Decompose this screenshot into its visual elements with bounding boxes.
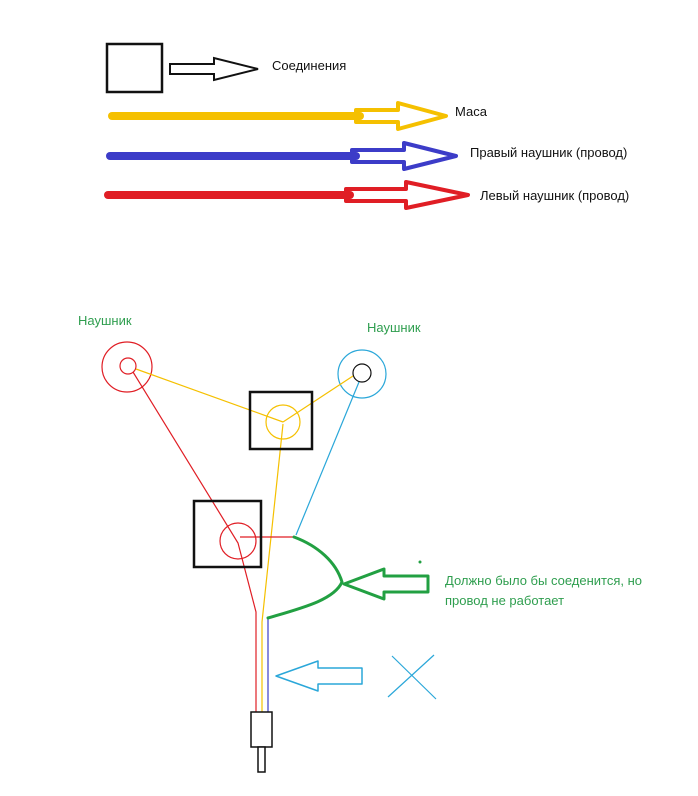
red-junction-circle — [219, 522, 257, 560]
headphone-left-label: Наушник — [78, 313, 132, 328]
yellow-wire-right — [282, 375, 354, 423]
diagram: Наушник Наушник Должно было бы соеденитс… — [78, 313, 642, 773]
legend-right-arrow — [350, 141, 458, 171]
note-line1: Должно было бы соеденится, но — [445, 573, 642, 588]
right-headphone-inner — [352, 363, 372, 383]
legend-ground-arrow — [354, 101, 448, 131]
cyan-wire — [295, 381, 360, 536]
legend-left-arrow — [344, 180, 470, 210]
jack-plug-tip — [257, 746, 266, 773]
left-headphone-outer — [101, 341, 153, 393]
green-pointer-arrow — [342, 567, 430, 601]
legend-connection-arrow — [169, 56, 259, 82]
yellow-junction-circle — [265, 404, 301, 440]
right-headphone-outer — [337, 349, 387, 399]
connection-box-top — [248, 390, 314, 451]
yellow-wire-down — [261, 423, 284, 712]
red-wire — [132, 371, 257, 712]
cross-mark — [387, 654, 437, 700]
left-headphone-inner — [119, 357, 137, 375]
legend-connections-label: Соединения — [272, 58, 346, 73]
green-dot — [418, 560, 422, 564]
legend-ground-label: Маса — [455, 104, 488, 119]
legend-left-label: Левый наушник (провод) — [480, 188, 629, 203]
headphone-right-label: Наушник — [367, 320, 421, 335]
green-broken-link — [266, 535, 344, 620]
cyan-pointer-arrow — [275, 660, 363, 692]
note-line2: провод не работает — [445, 593, 564, 608]
yellow-wire-left — [135, 368, 284, 423]
jack-plug-body — [250, 711, 273, 748]
connection-box-bottom — [192, 499, 263, 569]
legend: Соединения Маса Правый наушник (провод) … — [104, 42, 629, 210]
legend-connection-box — [105, 42, 164, 94]
legend-right-label: Правый наушник (провод) — [470, 145, 627, 160]
